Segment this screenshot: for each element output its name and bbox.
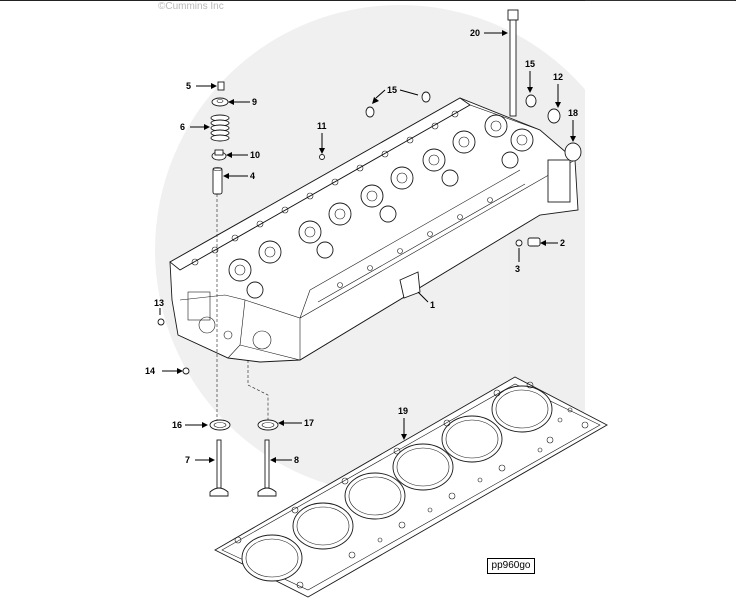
callout-18: 18 [568, 108, 578, 142]
valve-seat-insert-part17 [257, 419, 279, 431]
callout-15: 15 15 [372, 59, 535, 104]
callout-label-16: 16 [172, 420, 182, 430]
callout-label-7: 7 [185, 455, 190, 465]
callout-2: 2 [540, 238, 565, 248]
intake-valve-part7 [209, 439, 229, 497]
callout-label-10: 10 [250, 150, 260, 160]
gasket-holes [234, 381, 589, 589]
exhaust-valve-part8 [257, 439, 277, 497]
plug-part15-right [525, 94, 537, 108]
fitting-part2 [527, 237, 541, 247]
valve-spring-part6 [210, 114, 230, 142]
callout-12: 12 [553, 72, 563, 108]
callout-label-1: 1 [430, 300, 435, 310]
callout-13: 13 [154, 298, 164, 315]
top-border-line [0, 0, 736, 1]
callout-label-19: 19 [398, 406, 408, 416]
plug-part13 [157, 318, 165, 326]
callout-label-20: 20 [470, 28, 480, 38]
spring-seat-part10 [211, 149, 227, 161]
callout-label-14: 14 [145, 366, 155, 376]
head-bolt-holes [191, 110, 493, 288]
callout-7: 7 [185, 455, 215, 465]
plug-part15-left [365, 106, 375, 118]
washer-part3 [515, 239, 523, 247]
callout-3: 3 [515, 248, 520, 274]
plug-part15-mid [421, 91, 431, 103]
gasket-cylinder-bores [241, 385, 553, 582]
callout-9: 9 [228, 97, 257, 107]
callout-14: 14 [145, 366, 183, 376]
callout-5: 5 [186, 81, 217, 91]
plug-part14 [182, 367, 190, 375]
valve-guide-part4 [212, 167, 223, 195]
dowel-part11 [319, 154, 325, 160]
spring-retainer-part9 [211, 97, 229, 107]
callout-label-18: 18 [568, 108, 578, 118]
callout-label-5: 5 [186, 81, 191, 91]
callout-label-8: 8 [294, 455, 299, 465]
callout-label-15: 15 [387, 85, 397, 95]
callout-1: 1 [417, 291, 435, 310]
callout-19: 19 [398, 406, 408, 440]
cylinder-head [169, 97, 579, 363]
callout-label-2: 2 [560, 238, 565, 248]
callout-8: 8 [270, 455, 299, 465]
copyright-notice: ©Cummins Inc [158, 1, 224, 12]
valve-seat-insert-part16 [209, 419, 231, 431]
callout-label-4: 4 [250, 171, 255, 181]
valve-stem-seal-part5 [217, 81, 225, 91]
figure-id-label: pp960go [487, 558, 535, 574]
callout-16: 16 [172, 420, 208, 430]
valve-bosses [228, 114, 534, 299]
callout-label-9: 9 [252, 97, 257, 107]
head-gasket-part19 [214, 376, 608, 598]
head-bolt-part20 [507, 9, 519, 117]
callout-17: 17 [278, 418, 314, 428]
callout-4: 4 [223, 171, 255, 181]
callout-label-6: 6 [180, 122, 185, 132]
callout-11: 11 [317, 121, 327, 154]
callout-label-3: 3 [515, 264, 520, 274]
callout-label-12: 12 [553, 72, 563, 82]
callout-6: 6 [180, 122, 210, 132]
expansion-plug-part12 [547, 108, 561, 124]
callout-label-11: 11 [317, 121, 327, 131]
callout-label-15b: 15 [525, 59, 535, 69]
callout-20: 20 [470, 28, 508, 38]
callout-10: 10 [226, 150, 260, 160]
callout-label-17: 17 [304, 418, 314, 428]
expansion-plug-part18 [564, 142, 582, 162]
callout-label-13: 13 [154, 298, 164, 308]
